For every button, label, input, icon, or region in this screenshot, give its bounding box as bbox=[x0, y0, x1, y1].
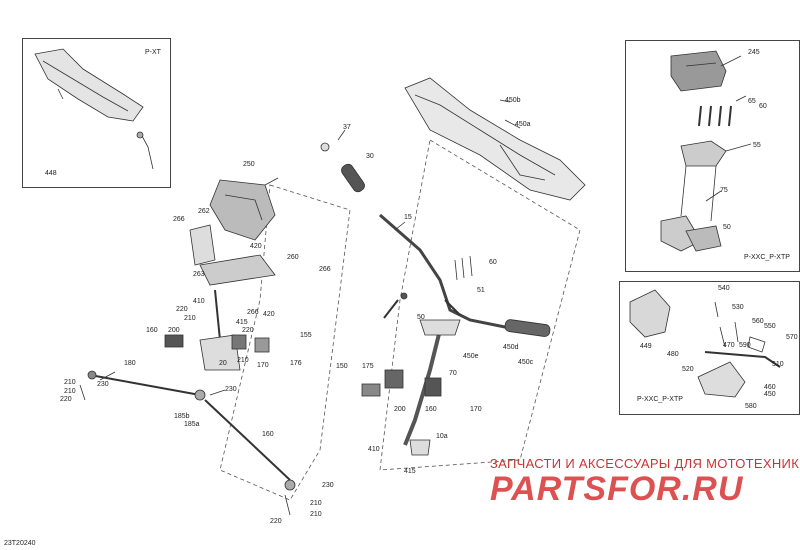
callout-55: 55 bbox=[753, 142, 761, 149]
callout-60-main: 60 bbox=[489, 259, 497, 266]
callout-10a: 10a bbox=[436, 433, 448, 440]
inset-p-xt: P-XT 448 bbox=[22, 38, 171, 188]
callout-210-c: 210 bbox=[64, 379, 76, 386]
callout-266-a: 266 bbox=[173, 216, 185, 223]
callout-160-c: 160 bbox=[425, 406, 437, 413]
callout-590: 590 bbox=[739, 342, 751, 349]
callout-160-a: 160 bbox=[146, 327, 158, 334]
callout-540: 540 bbox=[718, 285, 730, 292]
callout-210-b: 210 bbox=[237, 357, 249, 364]
callout-450d: 450d bbox=[503, 344, 519, 351]
callout-220-d: 220 bbox=[270, 518, 282, 525]
callout-200-a: 200 bbox=[168, 327, 180, 334]
callout-230-a: 230 bbox=[97, 381, 109, 388]
handguard-kit-drawing bbox=[629, 289, 781, 398]
watermark-caption: ЗАПЧАСТИ И АКСЕССУАРЫ ДЛЯ МОТОТЕХНИКИ bbox=[490, 456, 800, 471]
callout-37: 37 bbox=[343, 124, 351, 131]
callout-160-b: 160 bbox=[262, 431, 274, 438]
callout-220-c: 220 bbox=[60, 396, 72, 403]
callout-150: 150 bbox=[336, 363, 348, 370]
p-xt-handguard-drawing bbox=[34, 48, 154, 170]
inset-top-label: P-XXC_P-XTP bbox=[744, 254, 790, 261]
callout-210-e: 210 bbox=[310, 500, 322, 507]
callout-530: 530 bbox=[732, 304, 744, 311]
inset-p-xt-label: P-XT bbox=[145, 49, 161, 56]
callout-155: 155 bbox=[300, 332, 312, 339]
callout-75: 75 bbox=[720, 187, 728, 194]
callout-266-c: 266 bbox=[247, 309, 259, 316]
callout-30: 30 bbox=[366, 153, 374, 160]
callout-480: 480 bbox=[667, 351, 679, 358]
callout-20: 20 bbox=[219, 360, 227, 367]
callout-262: 262 bbox=[198, 208, 210, 215]
callout-180: 180 bbox=[124, 360, 136, 367]
callout-220-a: 220 bbox=[176, 306, 188, 313]
callout-210-d: 210 bbox=[64, 388, 76, 395]
handlebar-assembly-boundary bbox=[379, 139, 581, 471]
callout-263: 263 bbox=[193, 271, 205, 278]
callout-176: 176 bbox=[290, 360, 302, 367]
callout-185a: 185a bbox=[184, 421, 200, 428]
callout-51: 51 bbox=[477, 287, 485, 294]
callout-450e: 450e bbox=[463, 353, 479, 360]
watermark-logo: PARTSFOR.RU bbox=[490, 470, 744, 508]
callout-266-b: 266 bbox=[319, 266, 331, 273]
callout-415-b: 415 bbox=[404, 468, 416, 475]
figure-reference: 23T20240 bbox=[4, 540, 36, 547]
callout-550: 550 bbox=[764, 323, 776, 330]
callout-470: 470 bbox=[723, 342, 735, 349]
callout-245: 245 bbox=[748, 49, 760, 56]
callout-449: 449 bbox=[640, 343, 652, 350]
callout-175: 175 bbox=[362, 363, 374, 370]
riser-drawing bbox=[660, 50, 752, 252]
callout-210-f: 210 bbox=[310, 511, 322, 518]
callout-185b: 185b bbox=[174, 413, 190, 420]
callout-580: 580 bbox=[745, 403, 757, 410]
callout-450b: 450b bbox=[505, 97, 521, 104]
callout-60: 60 bbox=[759, 103, 767, 110]
callout-230-c: 230 bbox=[322, 482, 334, 489]
inset-p-xxc-p-xtp-top: P-XXC_P-XTP 245 65 60 55 75 50 bbox=[625, 40, 800, 272]
callout-200-b: 200 bbox=[394, 406, 406, 413]
callout-50: 50 bbox=[723, 224, 731, 231]
callout-415-a: 415 bbox=[236, 319, 248, 326]
callout-420-b: 420 bbox=[263, 311, 275, 318]
callout-250: 250 bbox=[243, 161, 255, 168]
callout-50-main: 50 bbox=[417, 314, 425, 321]
callout-170-a: 170 bbox=[257, 362, 269, 369]
callout-260: 260 bbox=[287, 254, 299, 261]
callout-450c: 450c bbox=[518, 359, 534, 366]
callout-450: 450 bbox=[764, 391, 776, 398]
callout-420-a: 420 bbox=[250, 243, 262, 250]
callout-510: 510 bbox=[772, 361, 784, 368]
callout-560: 560 bbox=[752, 318, 764, 325]
callout-410-b: 410 bbox=[368, 446, 380, 453]
callout-410-a: 410 bbox=[193, 298, 205, 305]
callout-570: 570 bbox=[786, 334, 798, 341]
callout-230-b: 230 bbox=[225, 386, 237, 393]
callout-210-a: 210 bbox=[184, 315, 196, 322]
inset-bottom-label: P-XXC_P-XTP bbox=[637, 396, 683, 403]
callout-15: 15 bbox=[404, 214, 412, 221]
callout-460: 460 bbox=[764, 384, 776, 391]
callout-70: 70 bbox=[449, 370, 457, 377]
callout-220-b: 220 bbox=[242, 327, 254, 334]
callout-448: 448 bbox=[45, 170, 57, 177]
callout-520: 520 bbox=[682, 366, 694, 373]
callout-170-b: 170 bbox=[470, 406, 482, 413]
callout-65: 65 bbox=[748, 98, 756, 105]
inset-p-xxc-p-xtp-bottom: P-XXC_P-XTP 540 530 560 550 570 449 470 … bbox=[619, 281, 800, 415]
callout-450a: 450a bbox=[515, 121, 531, 128]
